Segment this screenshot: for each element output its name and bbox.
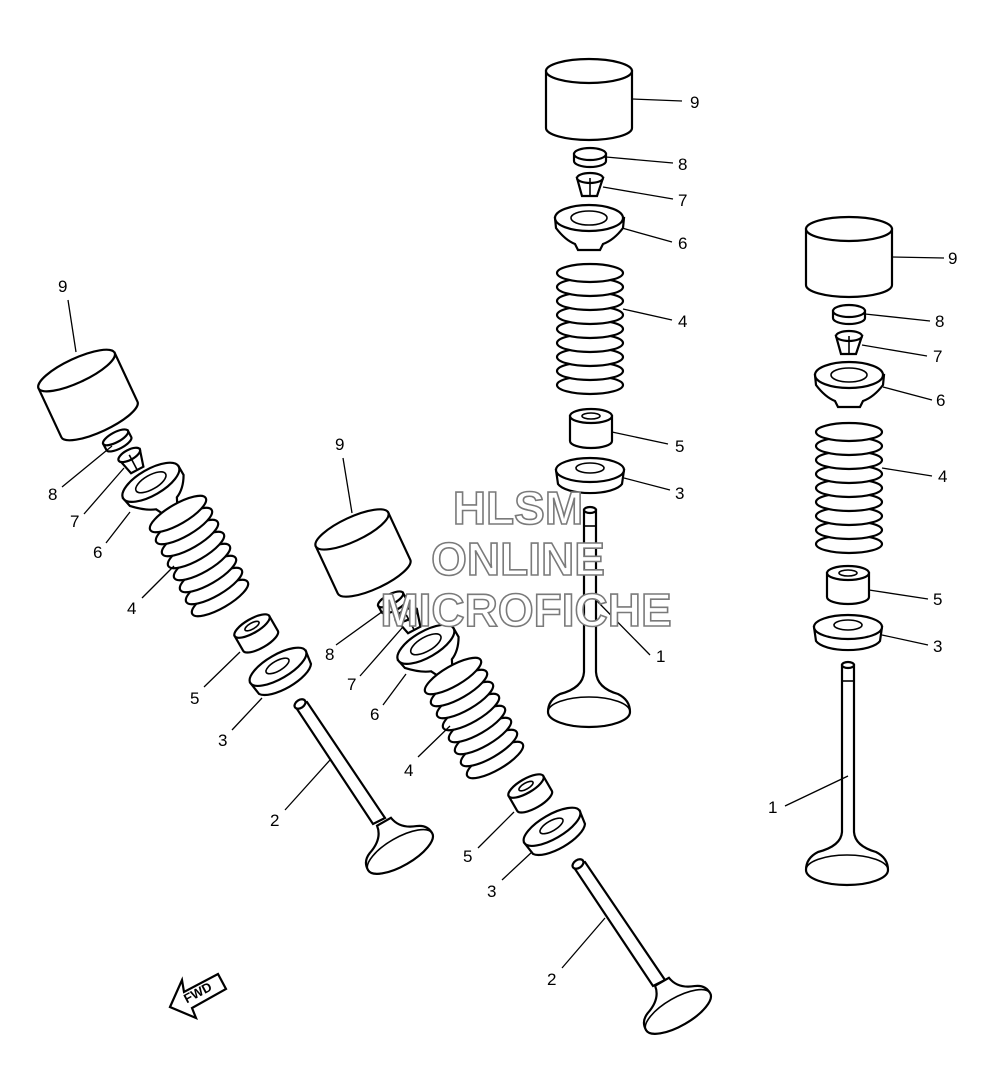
valve-shim-c — [101, 428, 133, 453]
callout-d2: 2 — [547, 970, 556, 989]
valve-lifter-c — [37, 348, 139, 442]
valve-assembly-b — [804, 215, 894, 887]
valve-spring-seat-b — [812, 613, 884, 652]
valve-cotter-a — [575, 171, 605, 198]
valve-stem-seal-d — [507, 773, 554, 814]
valve-cotter-d — [394, 606, 422, 635]
callout-c8: 8 — [48, 485, 57, 504]
valve-assembly-c — [37, 348, 434, 875]
callout-a6: 6 — [678, 234, 687, 253]
valve-cotter-c — [117, 446, 145, 475]
valve-assembly-d — [314, 508, 712, 1035]
valve-stem-seal-c — [233, 613, 280, 654]
callout-b6: 6 — [936, 391, 945, 410]
forward-direction-arrow: FWD — [168, 972, 228, 1021]
callout-d4: 4 — [404, 761, 413, 780]
valve-shim-b — [831, 303, 867, 326]
callout-b7: 7 — [933, 347, 942, 366]
callout-b4: 4 — [938, 467, 947, 486]
valve-spring-seat-d — [522, 806, 587, 857]
valve-shim-a — [572, 146, 608, 169]
valve-spring-b — [814, 421, 884, 555]
valve-shim-d — [376, 590, 408, 615]
valve-spring-a — [555, 262, 625, 396]
callout-d3: 3 — [487, 882, 496, 901]
valve-spring-c — [148, 494, 250, 618]
callout-a7: 7 — [678, 191, 687, 210]
watermark-line-1: HLSM — [453, 482, 583, 534]
valve-intake-a — [546, 505, 632, 729]
valve-spring-retainer-b — [813, 360, 886, 409]
callout-d9: 9 — [335, 435, 344, 454]
valve-spring-d — [423, 656, 525, 780]
watermark: HLSM ONLINE MICROFICHE — [380, 481, 673, 637]
watermark-line-2: ONLINE — [431, 533, 605, 585]
callout-d8: 8 — [325, 645, 334, 664]
valve-stem-seal-b — [825, 564, 871, 606]
valve-exhaust-c — [293, 698, 434, 875]
valve-lifter-a — [544, 57, 634, 142]
valve-stem-seal-a — [568, 407, 614, 450]
callout-c2: 2 — [270, 811, 279, 830]
callout-b9: 9 — [948, 249, 957, 268]
callout-a1: 1 — [656, 647, 665, 666]
callout-d7: 7 — [347, 675, 356, 694]
valve-lifter-b — [804, 215, 894, 299]
callout-d5: 5 — [463, 847, 472, 866]
callout-c4: 4 — [127, 599, 136, 618]
valve-spring-seat-a — [554, 456, 626, 495]
valve-spring-retainer-a — [553, 203, 626, 252]
callout-labels: 9 8 7 6 4 5 3 1 9 8 7 6 4 5 3 1 9 8 7 6 … — [48, 93, 957, 989]
callout-b1: 1 — [768, 798, 777, 817]
callout-c5: 5 — [190, 689, 199, 708]
callout-c3: 3 — [218, 731, 227, 750]
valve-intake-b — [804, 660, 890, 887]
callout-c9: 9 — [58, 277, 67, 296]
callout-a8: 8 — [678, 155, 687, 174]
callout-a3: 3 — [675, 484, 684, 503]
watermark-line-3: MICROFICHE — [380, 584, 671, 636]
callout-d6: 6 — [370, 705, 379, 724]
callout-c7: 7 — [70, 512, 79, 531]
callout-a9: 9 — [690, 93, 699, 112]
callout-b3: 3 — [933, 637, 942, 656]
valve-exhaust-d — [571, 858, 712, 1035]
callout-a5: 5 — [675, 437, 684, 456]
valve-spring-retainer-d — [396, 623, 460, 677]
valve-assembly-a — [544, 57, 634, 729]
callout-a4: 4 — [678, 312, 687, 331]
callout-b8: 8 — [935, 312, 944, 331]
callout-b5: 5 — [933, 590, 942, 609]
valve-cotter-b — [834, 329, 864, 356]
valve-lifter-d — [314, 508, 412, 598]
valve-spring-seat-c — [248, 646, 313, 697]
callout-c6: 6 — [93, 543, 102, 562]
leader-lines — [61, 98, 945, 969]
